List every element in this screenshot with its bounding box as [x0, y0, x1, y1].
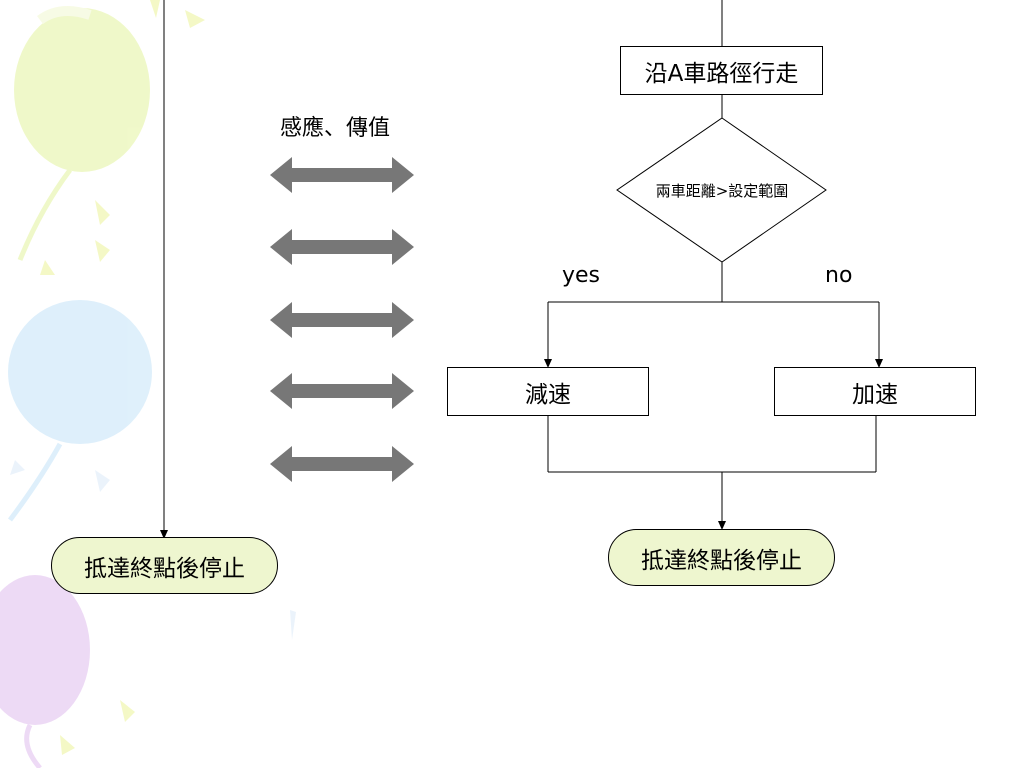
start-process-box: 沿A車路徑行走 — [620, 46, 823, 95]
double-arrow-icon — [270, 446, 414, 482]
start-process-label: 沿A車路徑行走 — [644, 60, 799, 87]
left-end-label: 抵達終點後停止 — [84, 555, 245, 582]
accelerate-box: 加速 — [774, 367, 976, 416]
right-end-terminator: 抵達終點後停止 — [608, 529, 835, 586]
left-end-terminator: 抵達終點後停止 — [51, 537, 278, 594]
double-arrow-icon — [270, 157, 414, 193]
double-arrow-icon — [270, 229, 414, 265]
no-label: no — [825, 263, 853, 288]
yes-label: yes — [562, 263, 601, 288]
decelerate-box: 減速 — [447, 367, 649, 416]
decision-label: 兩車距離>設定範圍 — [655, 182, 789, 200]
sensing-label: 感應、傳值 — [280, 116, 391, 141]
double-arrow-icon — [270, 373, 414, 409]
bidirectional-arrows — [270, 157, 414, 482]
accelerate-label: 加速 — [852, 381, 898, 408]
decision-diamond — [616, 117, 827, 263]
right-end-label: 抵達終點後停止 — [641, 547, 802, 574]
decelerate-label: 減速 — [525, 381, 571, 408]
double-arrow-icon — [270, 302, 414, 338]
